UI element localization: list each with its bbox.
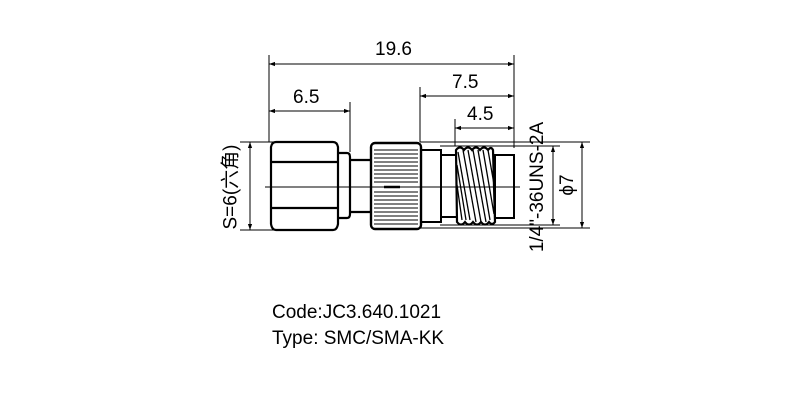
dim-diameter: ϕ7 — [557, 174, 578, 196]
part-code: Code:JC3.640.1021 — [272, 302, 442, 323]
dim-thread-spec: 1/4"-36UNS-2A — [527, 121, 548, 253]
body-flange — [420, 149, 456, 223]
thread-section — [454, 146, 497, 226]
hex-nut — [269, 140, 340, 232]
knurled-coupling — [369, 141, 423, 231]
dimension-lines — [247, 61, 585, 230]
dim-thread-length: 4.5 — [467, 104, 494, 125]
neck — [338, 151, 372, 220]
part-type: Type: SMC/SMA-KK — [272, 328, 445, 349]
dim-right-section-length: 7.5 — [452, 72, 479, 93]
dim-overall-length: 19.6 — [375, 39, 412, 60]
dim-hex-length: 6.5 — [293, 87, 320, 108]
dim-hex-size: S=6(六角) — [220, 144, 242, 230]
pin-end — [494, 154, 515, 219]
